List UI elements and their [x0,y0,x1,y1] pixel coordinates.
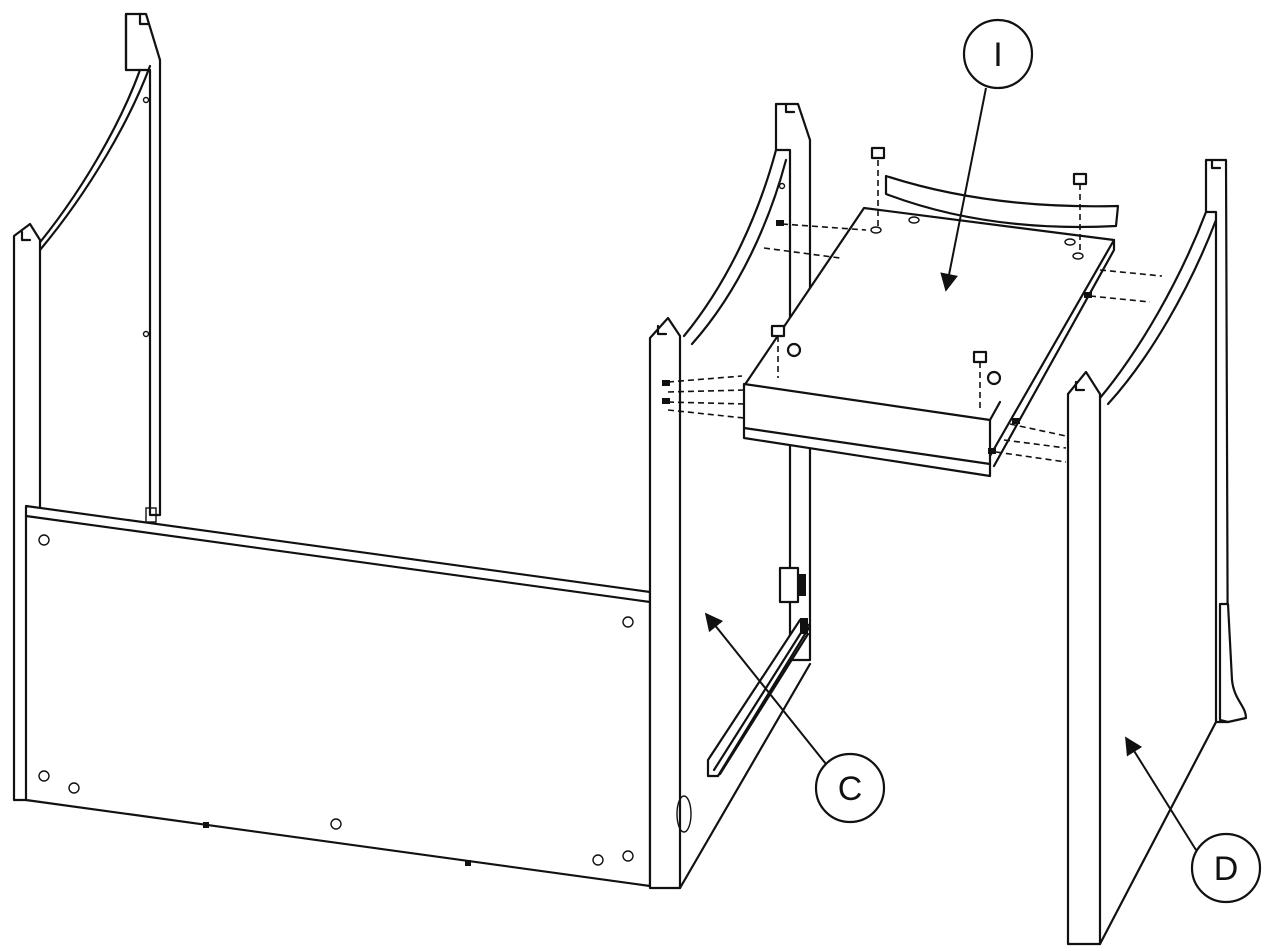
screw-marker [330,818,342,830]
dowel-icon [1084,292,1092,298]
cam-lock-icon [786,342,802,358]
screw-icon [770,324,786,338]
callout-c: C [704,612,886,824]
hole-marker [870,226,882,234]
foot-marker [203,822,209,828]
dowel-icon [662,380,670,386]
callout-i-label: I [993,36,1002,74]
fastener-paths [662,146,1163,463]
hole-marker [142,330,150,338]
hole-marker [1072,252,1084,260]
screw-marker [592,854,604,866]
screw-marker [622,850,634,862]
screw-marker [38,534,50,546]
rail-clip [800,618,808,634]
bracket-block [778,566,800,604]
screw-marker [38,770,50,782]
front-panel [24,504,652,888]
panel-c [648,102,812,890]
dowel-icon [662,398,670,404]
bracket-marker [145,507,157,523]
hole-marker [908,216,920,224]
callout-i-arrow [940,87,987,292]
screw-icon [1072,172,1088,186]
screw-marker [68,782,80,794]
cable-hole [676,795,692,833]
dowel-icon [988,448,996,454]
screw-icon [972,350,988,364]
hole-marker [142,96,150,104]
dowel-icon [1012,418,1020,424]
callout-d-arrow [1125,736,1197,851]
hole-marker [778,182,786,190]
screw-icon [870,146,886,160]
panel-i [742,174,1120,478]
cam-lock-icon [986,370,1002,386]
callout-d: D [1125,736,1262,904]
hole-marker [1064,238,1076,246]
foot-marker [465,860,471,866]
dowel-icon [776,220,784,226]
callout-c-label: C [838,770,863,808]
screw-marker [622,616,634,628]
callout-d-label: D [1214,850,1239,888]
callout-i: I [940,18,1034,292]
bracket-block-edge [798,574,806,596]
panel-d [1066,158,1248,946]
callout-c-arrow [704,612,827,765]
